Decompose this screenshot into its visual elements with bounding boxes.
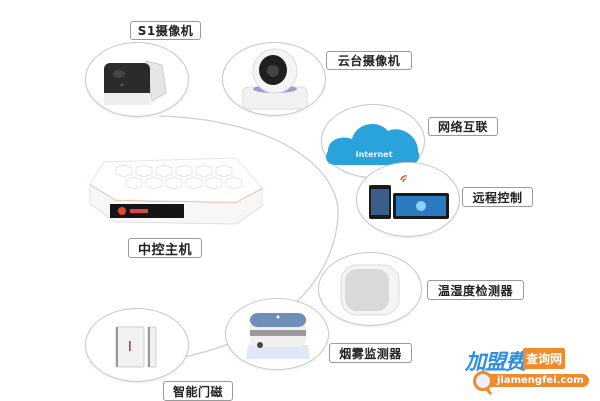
- ptz-camera-label: 云台摄像机: [326, 51, 412, 70]
- internet-label: 网络互联: [428, 117, 498, 136]
- door-sensor-icon: [115, 326, 157, 368]
- s1-camera-label: S1摄像机: [130, 21, 201, 40]
- s1-camera-node[interactable]: [85, 42, 189, 117]
- magnifier-handle-icon: [484, 386, 493, 396]
- jiamengfei-logo[interactable]: 加盟费 查询网 jiamengfei.com: [465, 346, 589, 396]
- smoke-detector-node[interactable]: [225, 298, 329, 370]
- logo-url-text: jiamengfei.com: [483, 374, 589, 387]
- logo-brand-text: 加盟费: [465, 350, 526, 374]
- cloud-internet-text: Internet: [356, 150, 393, 159]
- logo-tag-text: 查询网: [523, 348, 566, 369]
- door-sensor-node[interactable]: [85, 308, 189, 382]
- hub-device-icon: [89, 157, 263, 225]
- ptz-camera-node[interactable]: [222, 42, 326, 116]
- door-sensor-label: 智能门磁: [163, 381, 233, 401]
- camera-icon: [104, 60, 167, 105]
- temp-humidity-node[interactable]: [318, 252, 422, 326]
- phone-tablet-icon: [369, 175, 449, 219]
- hub-label: 中控主机: [128, 238, 202, 258]
- ptz-camera-icon: [242, 48, 308, 110]
- magnifier-icon: [473, 371, 493, 391]
- smoke-detector-label: 烟雾监测器: [329, 343, 412, 363]
- smoke-detector-icon: [246, 313, 310, 359]
- remote-control-node[interactable]: [356, 162, 460, 237]
- remote-control-label: 远程控制: [462, 187, 533, 207]
- sensor-icon: [340, 264, 400, 316]
- cloud-icon: Internet: [326, 124, 420, 165]
- temp-humidity-label: 温湿度检测器: [427, 280, 524, 300]
